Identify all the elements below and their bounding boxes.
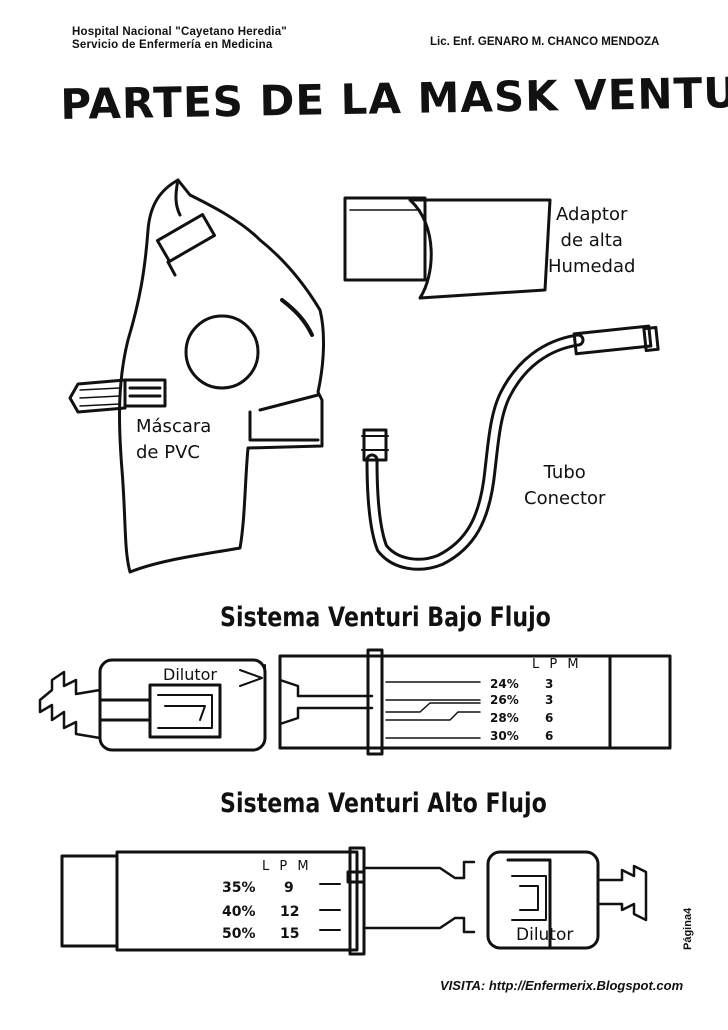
high-flow-pct: 35% bbox=[222, 880, 256, 896]
mask-label-line: de PVC bbox=[136, 442, 200, 463]
author-name: Lic. Enf. GENARO M. CHANCO MENDOZA bbox=[430, 36, 660, 48]
high-flow-unit: L P M bbox=[262, 859, 312, 874]
low-flow-lpm: 3 bbox=[545, 677, 553, 691]
adaptor-label-line: Adaptor bbox=[556, 204, 628, 225]
adaptor-label-line: Humedad bbox=[548, 256, 636, 277]
low-flow-scale: L P M 24% 3 26% 3 28% 6 30% 6 Dilutor bbox=[163, 657, 582, 743]
low-flow-venturi-drawing bbox=[38, 648, 672, 756]
mask-label: Máscara de PVC bbox=[136, 414, 211, 466]
adaptor-label: Adaptor de alta Humedad bbox=[548, 202, 635, 280]
hospital-name: Hospital Nacional "Cayetano Heredia" bbox=[72, 26, 287, 38]
high-flow-lpm: 12 bbox=[280, 904, 299, 920]
header-institution: Hospital Nacional "Cayetano Heredia" Ser… bbox=[72, 26, 287, 52]
low-flow-dilutor-label: Dilutor bbox=[163, 665, 217, 684]
mask-label-line: Máscara bbox=[136, 416, 212, 437]
high-flow-lpm: 9 bbox=[284, 880, 294, 896]
high-flow-title: Sistema Venturi Alto Flujo bbox=[220, 788, 547, 819]
low-flow-pct: 26% bbox=[490, 693, 519, 707]
high-flow-pct: 40% bbox=[222, 904, 256, 920]
service-name: Servicio de Enfermería en Medicina bbox=[72, 39, 273, 51]
tube-label-line: Conector bbox=[524, 488, 606, 509]
low-flow-lpm: 6 bbox=[545, 729, 553, 743]
footer-link[interactable]: VISITA: http://Enfermerix.Blogspot.com bbox=[440, 978, 684, 993]
low-flow-pct: 30% bbox=[490, 729, 519, 743]
low-flow-pct: 24% bbox=[490, 677, 519, 691]
low-flow-pct: 28% bbox=[490, 711, 519, 725]
low-flow-unit: L P M bbox=[532, 657, 582, 672]
adaptor-drawing bbox=[343, 196, 552, 300]
venturi-mask-drawing bbox=[68, 178, 325, 574]
page-number: Página4 bbox=[682, 907, 694, 950]
high-flow-scale: L P M 35% 9 40% 12 50% 15 Dilutor bbox=[222, 859, 573, 945]
tube-label-line: Tubo bbox=[543, 462, 586, 483]
high-flow-lpm: 15 bbox=[280, 926, 299, 942]
high-flow-venturi-drawing bbox=[60, 846, 648, 956]
tube-label: Tubo Conector bbox=[524, 460, 605, 512]
low-flow-lpm: 6 bbox=[545, 711, 553, 725]
high-flow-pct: 50% bbox=[222, 926, 256, 942]
connector-tube-drawing bbox=[361, 324, 660, 571]
low-flow-lpm: 3 bbox=[545, 693, 553, 707]
low-flow-title: Sistema Venturi Bajo Flujo bbox=[220, 602, 551, 633]
high-flow-dilutor-label: Dilutor bbox=[516, 925, 573, 945]
adaptor-label-line: de alta bbox=[560, 230, 623, 251]
